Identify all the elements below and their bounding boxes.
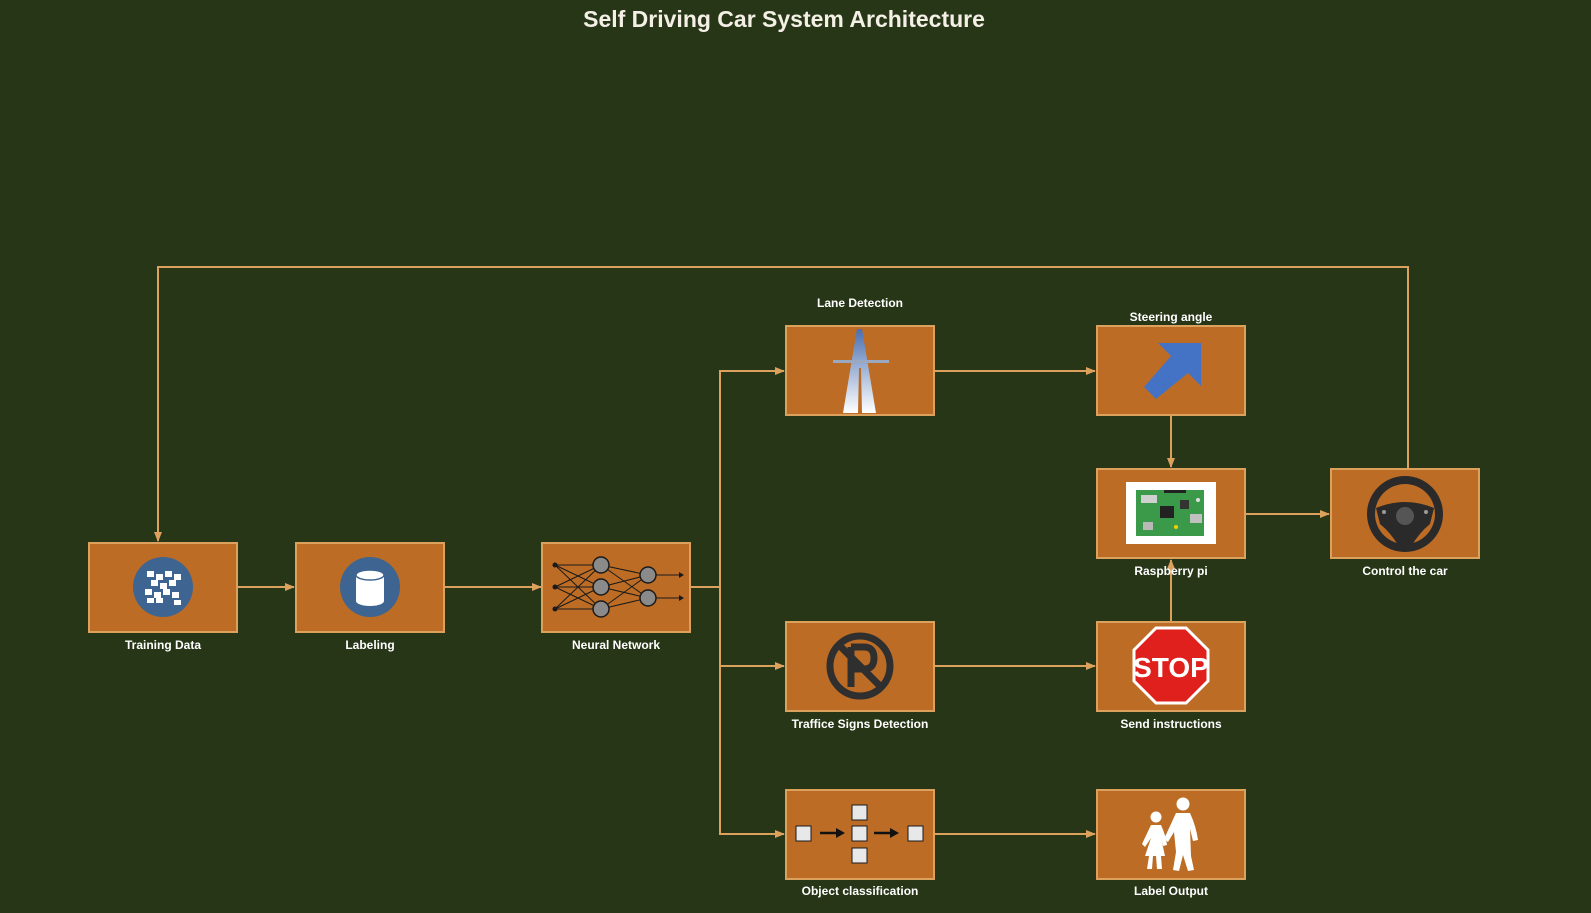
neural-network-icon — [552, 556, 684, 618]
node-label: Send instructions — [1120, 717, 1222, 731]
node-neural-network[interactable]: Neural Network — [541, 542, 691, 652]
edge-neural-to-signs — [719, 587, 785, 670]
node-steering-angle[interactable]: Steering angle — [1096, 310, 1246, 416]
node-control-car[interactable]: Control the car — [1330, 468, 1480, 578]
highway-road-icon — [833, 329, 889, 413]
arrow-up-right-icon — [1144, 343, 1201, 399]
node-label: Object classification — [802, 884, 919, 898]
dataset-grid-icon — [133, 557, 193, 617]
node-object-classification[interactable]: Object classification — [785, 789, 935, 898]
node-label: Traffice Signs Detection — [792, 717, 929, 731]
node-send-instructions[interactable]: STOP Send instructions — [1096, 621, 1246, 731]
database-icon — [340, 557, 400, 617]
edge-neural-to-lane — [719, 367, 785, 587]
circuit-board-icon — [1126, 482, 1216, 544]
node-label: Training Data — [125, 638, 201, 652]
node-label: Label Output — [1134, 884, 1208, 898]
node-raspberry-pi[interactable]: Raspberry pi — [1096, 468, 1246, 578]
node-label: Labeling — [345, 638, 394, 652]
node-label: Neural Network — [572, 638, 660, 652]
node-lane-detection[interactable]: Lane Detection — [785, 296, 935, 416]
node-label: Raspberry pi — [1134, 564, 1207, 578]
node-labeling[interactable]: Labeling — [295, 542, 445, 652]
node-traffic-signs[interactable]: Traffice Signs Detection — [785, 621, 935, 731]
edge-control-to-training-loop — [154, 266, 1409, 542]
stop-sign-icon: STOP — [1132, 626, 1210, 705]
node-training-data[interactable]: Training Data — [88, 542, 238, 652]
pedestrians-icon — [1142, 797, 1198, 871]
node-label: Steering angle — [1130, 310, 1213, 324]
stop-sign-text: STOP — [1133, 652, 1209, 683]
no-parking-icon — [826, 632, 894, 700]
edge-neural-to-object — [719, 666, 785, 838]
node-label: Lane Detection — [817, 296, 903, 310]
node-label: Control the car — [1362, 564, 1448, 578]
classification-flow-icon — [795, 804, 924, 864]
steering-wheel-icon — [1367, 476, 1443, 552]
page-title: Self Driving Car System Architecture — [583, 6, 985, 32]
edges — [154, 266, 1409, 838]
node-label-output[interactable]: Label Output — [1096, 789, 1246, 898]
